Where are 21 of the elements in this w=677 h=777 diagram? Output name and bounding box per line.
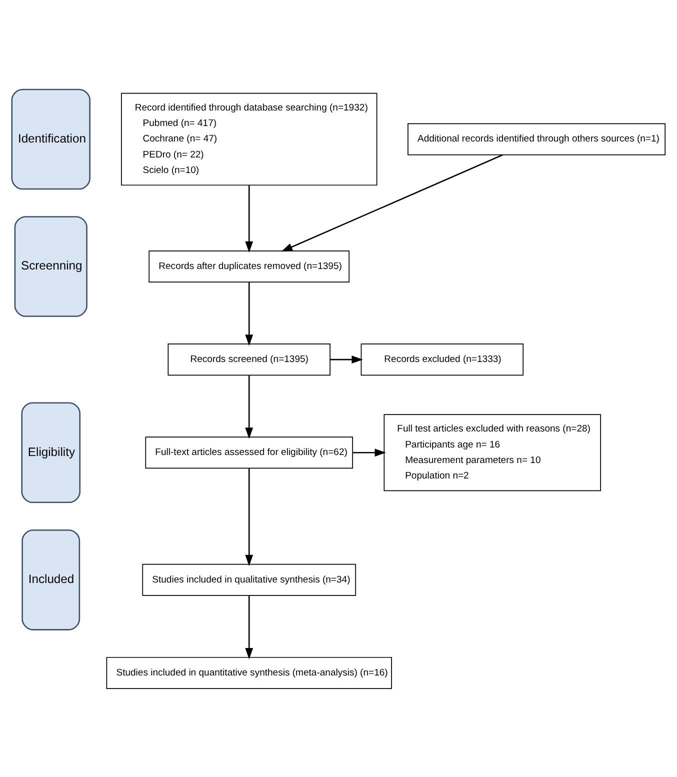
node-box: Included xyxy=(22,528,80,630)
node-box: Studies included in quantitative synthesis (meta-analysis) (n=16) xyxy=(106,656,392,688)
arrow xyxy=(245,375,254,438)
arrow xyxy=(330,355,363,364)
node-box: Records excluded (n=1333) xyxy=(360,343,524,376)
arrow xyxy=(352,448,386,456)
arrow xyxy=(281,154,503,252)
node-box: Full-text articles assessed for eligibility (n=62) xyxy=(145,436,353,468)
node-box: Record identified through database searching (n=1932) Pubmed (n= 417) Cochrane (n= 47) PEDro (n= 22) Scielo (n=10) xyxy=(120,92,378,186)
node-box: Records screened (n=1395) xyxy=(168,343,330,376)
arrow xyxy=(245,468,254,566)
node-box: Identification xyxy=(11,88,90,190)
node-box: Additional records identified through others sources (n=1) xyxy=(408,122,666,155)
arrow xyxy=(245,184,254,252)
node-box: Screenning xyxy=(14,216,88,316)
node-box: Studies included in qualitative synthesis (n=34) xyxy=(142,563,356,596)
node-box: Records after duplicates removed (n=1395) xyxy=(148,250,350,282)
arrow xyxy=(245,282,254,346)
node-box: Full test articles excluded with reasons (n=28) Participants age n= 16 Measurement parameters n= 10 Population n=2 xyxy=(384,414,602,491)
node-box: Eligibility xyxy=(21,402,81,503)
arrow xyxy=(245,595,254,659)
